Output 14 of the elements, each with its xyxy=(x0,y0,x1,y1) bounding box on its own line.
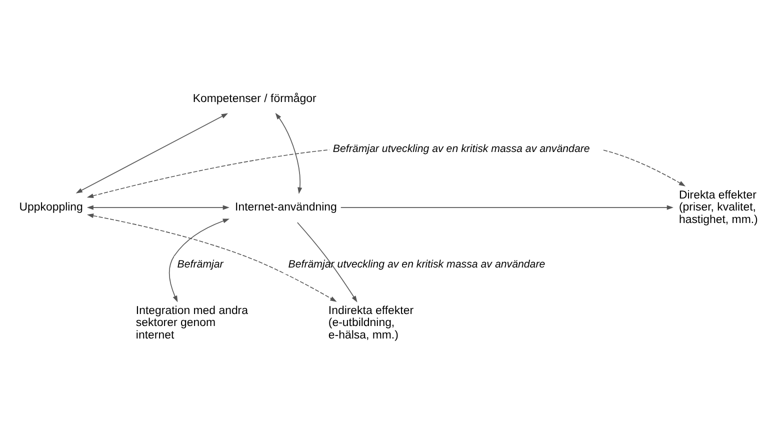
node-text: Direkta effekter (priser, kvalitet, hastighet, mm.) xyxy=(678,188,758,226)
arrow xyxy=(275,112,302,194)
edge-label: Befrämjar utveckling av en kritisk massa av användare xyxy=(332,142,590,154)
arrow xyxy=(86,204,230,210)
node-text: Indirekta effekter (e-utbildning, e-hälsa, mm.) xyxy=(328,304,414,341)
arrow xyxy=(76,112,228,193)
edge-label: Befrämjar xyxy=(177,258,224,270)
arrow xyxy=(340,204,674,210)
arrow xyxy=(297,222,358,302)
node-text: Integration med andra sektorer genom internet xyxy=(136,304,248,341)
arrow xyxy=(86,213,337,302)
node-text: Uppkoppling xyxy=(19,201,83,214)
node-text: Internet-användning xyxy=(235,201,337,214)
node-text: Kompetenser / förmågor xyxy=(192,92,316,105)
